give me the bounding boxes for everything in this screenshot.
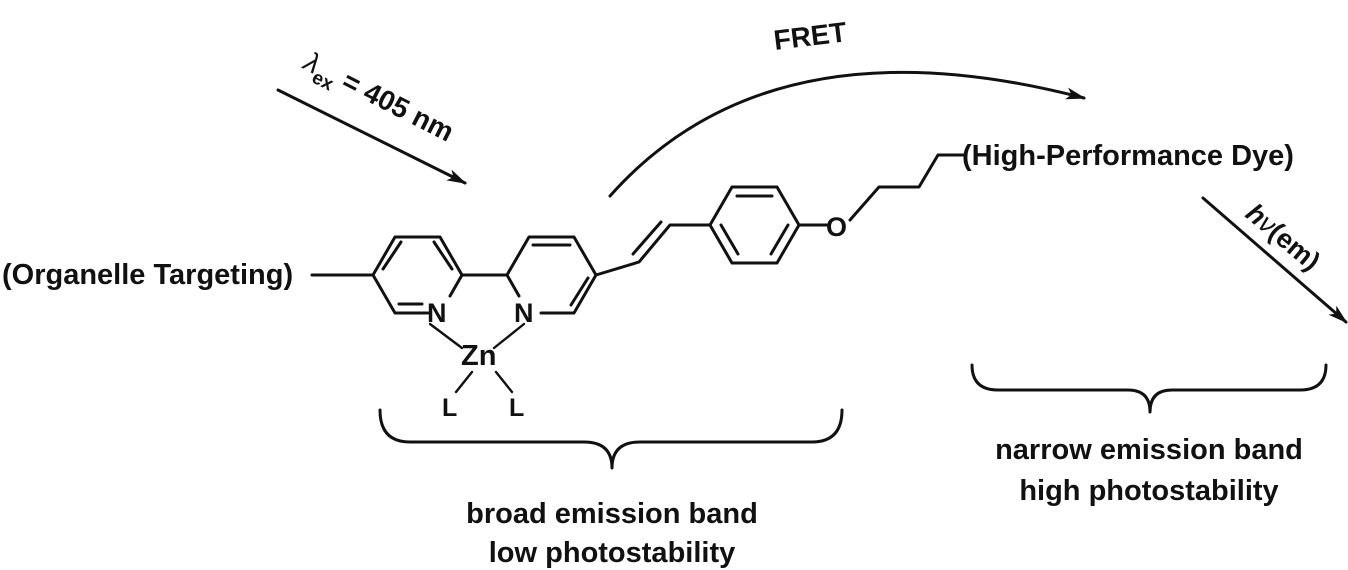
propyl-chain — [848, 153, 965, 222]
atom-n-right: N — [514, 298, 534, 328]
high-performance-dye-label: (High-Performance Dye) — [962, 140, 1294, 172]
zn-n-bond-left — [428, 322, 464, 350]
right-caption-line2: high photostability — [1019, 475, 1278, 507]
right-brace — [970, 363, 1328, 414]
emission-label: hν(em) — [1240, 198, 1326, 277]
atom-zn: Zn — [461, 340, 496, 372]
atom-l-left: L — [442, 394, 457, 422]
zn-l-bond-right — [494, 370, 514, 394]
left-caption-line1: broad emission band — [466, 498, 758, 530]
atom-o: O — [826, 212, 847, 242]
pyridine-ring-right — [505, 235, 598, 315]
left-caption-line2: low photostability — [489, 537, 736, 569]
excitation-arrow — [276, 88, 467, 185]
left-brace — [378, 408, 844, 470]
zn-n-bond-right — [492, 322, 526, 350]
zn-l-bond-left — [454, 370, 474, 394]
atom-l-right: L — [509, 394, 524, 422]
organelle-targeting-label: (Organelle Targeting) — [2, 259, 293, 291]
atom-n-left: N — [427, 298, 447, 328]
phenyl-ring — [708, 185, 801, 265]
right-caption-line1: narrow emission band — [995, 434, 1303, 466]
pyridine-ring-left — [371, 235, 464, 315]
fret-label: FRET — [772, 16, 848, 56]
excitation-value: = 405 nm — [330, 62, 458, 148]
vinyl-linker — [594, 220, 712, 277]
fret-arrow — [608, 70, 1086, 198]
emission-arrow — [1201, 196, 1348, 324]
